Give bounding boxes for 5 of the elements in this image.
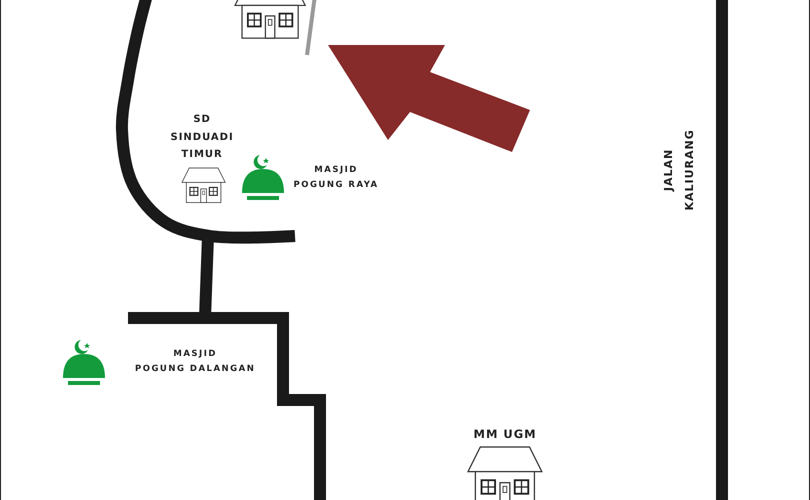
mosque-label: MASJID POGUNG RAYA [294,164,379,192]
street-label: JALAN KALIURANG [660,129,696,211]
mosque-label: MASJID POGUNG DALANGAN [135,348,256,376]
school-label: SD SINDUADI TIMUR [170,113,234,162]
building-label: MM UGM [474,426,537,443]
